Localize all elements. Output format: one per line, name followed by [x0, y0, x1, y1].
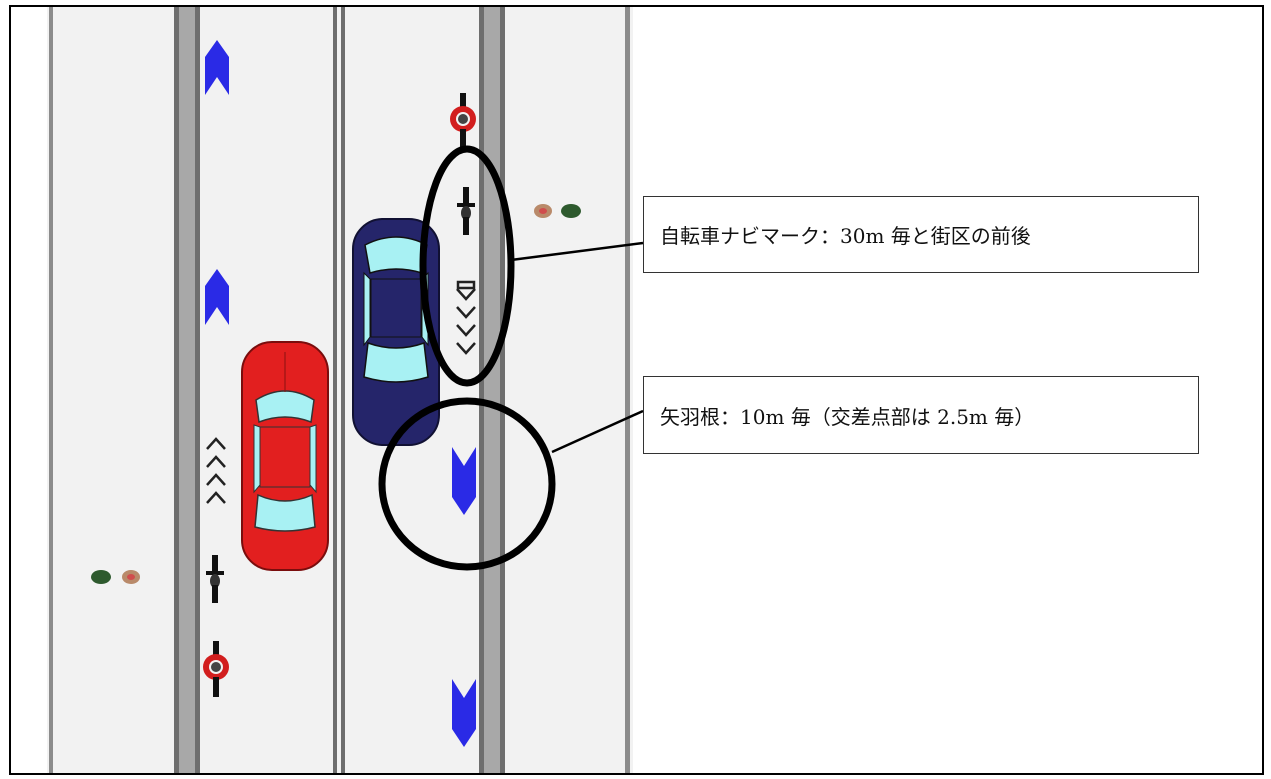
diagram-frame: 自転車ナビマーク：30m 毎と街区の前後 矢羽根：10m 毎（交差点部は 2.5…: [9, 5, 1264, 775]
blue-arrow-icon: [205, 269, 229, 325]
blue-arrow-icon: [452, 679, 476, 747]
car-icon: [241, 341, 329, 571]
callout-arrow-feather: 矢羽根：10m 毎（交差点部は 2.5m 毎）: [643, 376, 1199, 454]
blue-arrow-icon: [452, 447, 476, 515]
road-surface: [47, 7, 633, 773]
center-line: [333, 7, 337, 773]
right-lane-separator-edge: [479, 7, 484, 773]
left-lane-separator: [179, 7, 195, 773]
callout-circle: [419, 145, 515, 387]
left-edge-line: [49, 7, 53, 773]
right-lane-separator-edge: [500, 7, 505, 773]
left-lane-separator-edge: [174, 7, 179, 773]
car-icon: [352, 218, 440, 446]
callout-navi-mark: 自転車ナビマーク：30m 毎と街区の前後: [643, 196, 1199, 273]
pedestrian-icon: [91, 570, 140, 584]
callout-arrow-feather-text: 矢羽根：10m 毎（交差点部は 2.5m 毎）: [660, 404, 1035, 429]
right-lane-separator: [484, 7, 500, 773]
road-scene: [47, 7, 644, 773]
callout-navi-mark-text: 自転車ナビマーク：30m 毎と街区の前後: [660, 224, 1031, 248]
right-edge-line: [625, 7, 630, 773]
chevron-icon: [206, 437, 226, 504]
callout-circle: [378, 397, 556, 571]
chevron-icon: [456, 280, 476, 355]
leader-line: [510, 241, 644, 262]
blue-arrow-icon: [205, 40, 229, 95]
center-line: [341, 7, 345, 773]
pedestrian-icon: [534, 204, 581, 218]
leader-line: [551, 409, 644, 454]
left-lane-separator-edge: [195, 7, 200, 773]
